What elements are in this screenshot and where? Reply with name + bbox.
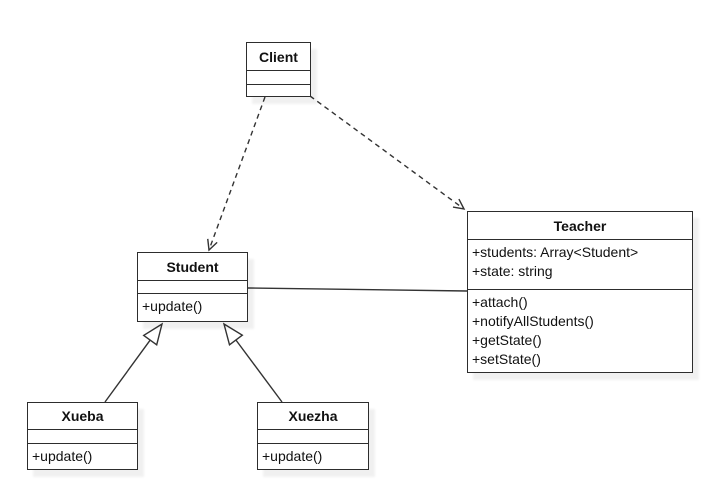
class-name: Xueba bbox=[28, 403, 137, 430]
class-name: Client bbox=[247, 43, 310, 71]
method: +update() bbox=[142, 298, 203, 314]
hollow-triangle-arrowhead bbox=[222, 322, 244, 346]
attribute: +state: string bbox=[472, 263, 553, 279]
class-name: Student bbox=[138, 253, 247, 281]
attributes-compartment: +students: Array<Student> +state: string bbox=[468, 240, 692, 290]
methods-compartment bbox=[247, 85, 310, 96]
methods-compartment: +update() bbox=[138, 294, 247, 321]
class-box-xueba[interactable]: Xueba +update() bbox=[27, 402, 138, 470]
attribute: +students: Array<Student> bbox=[472, 244, 639, 260]
class-box-teacher[interactable]: Teacher +students: Array<Student> +state… bbox=[467, 211, 693, 373]
method: +notifyAllStudents() bbox=[472, 313, 594, 329]
association-edge-student-teacher[interactable] bbox=[247, 287, 468, 292]
attributes-compartment bbox=[138, 281, 247, 294]
class-box-student[interactable]: Student +update() bbox=[137, 252, 248, 322]
attributes-compartment bbox=[258, 430, 368, 444]
method: +update() bbox=[32, 448, 93, 464]
generalization-edge-xueba-student[interactable] bbox=[104, 322, 164, 403]
dependency-edge-client-teacher[interactable] bbox=[309, 95, 466, 210]
methods-compartment: +attach() +notifyAllStudents() +getState… bbox=[468, 290, 692, 372]
hollow-triangle-arrowhead bbox=[142, 322, 164, 346]
generalization-edge-xuezha-student[interactable] bbox=[222, 322, 283, 403]
class-box-client[interactable]: Client bbox=[246, 42, 311, 97]
attributes-compartment bbox=[28, 430, 137, 444]
method: +attach() bbox=[472, 294, 528, 310]
method: +update() bbox=[262, 448, 323, 464]
methods-compartment: +update() bbox=[258, 444, 368, 469]
dependency-edge-client-student[interactable] bbox=[207, 96, 266, 252]
class-name: Teacher bbox=[468, 212, 692, 240]
method: +setState() bbox=[472, 351, 541, 367]
attributes-compartment bbox=[247, 71, 310, 85]
method: +getState() bbox=[472, 332, 542, 348]
class-name: Xuezha bbox=[258, 403, 368, 430]
class-box-xuezha[interactable]: Xuezha +update() bbox=[257, 402, 369, 470]
methods-compartment: +update() bbox=[28, 444, 137, 469]
